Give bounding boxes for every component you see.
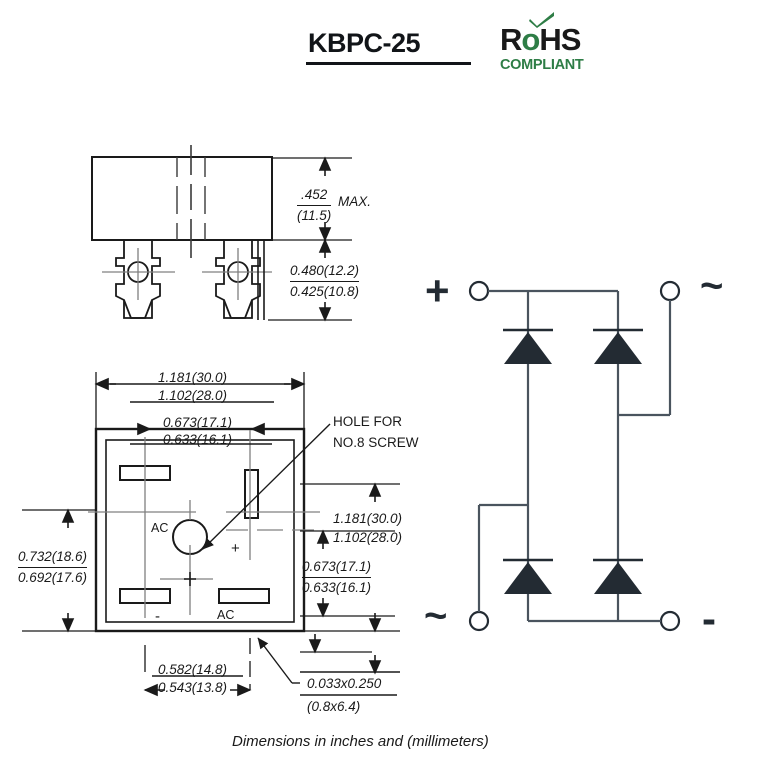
rohs-logo: RoHS COMPLIANT	[500, 12, 598, 74]
terminal-ac-top-node	[659, 280, 681, 302]
side-view	[91, 145, 352, 322]
top-view-inner-width-dim-bottom: 0.633(16.1)	[163, 432, 233, 447]
schematic-plus-symbol: +	[425, 267, 450, 314]
top-view-inner-width-dim-top: 0.673(17.1)	[163, 415, 233, 430]
check-icon	[529, 12, 554, 28]
side-view-lead-dim: 0.480(12.2) 0.425(10.8)	[290, 262, 360, 301]
pin-label-ac-left: AC	[151, 521, 169, 535]
terminal-minus-node	[659, 610, 681, 632]
pin-label-ac-bottom: AC	[217, 608, 235, 622]
hole-note-line2: NO.8 SCREW	[333, 434, 419, 450]
top-view-right-inner-dim-top: 0.673(17.1)	[302, 558, 372, 579]
top-view-width-dim-top: 1.181(30.0)	[158, 370, 228, 385]
top-view-height-dim-top: 0.732(18.6)	[18, 548, 88, 569]
rohs-compliant-label: COMPLIANT	[500, 57, 584, 73]
drawing-caption: Dimensions in inches and (millimeters)	[232, 733, 489, 750]
top-view-right-inner-dim-bottom: 0.633(16.1)	[302, 580, 372, 596]
top-view-right-inner-height-dim: 0.673(17.1) 0.633(16.1)	[302, 558, 372, 597]
top-view-bottom-dim-top: 0.582(14.8)	[158, 662, 228, 677]
top-view-right-height-dim-bottom: 1.102(28.0)	[333, 530, 403, 545]
hole-note-line1: HOLE FOR	[333, 414, 403, 429]
diode-lower-left	[503, 558, 553, 594]
diode-upper-left	[503, 328, 553, 364]
pin-label-minus: -	[155, 608, 160, 625]
title-underline	[306, 62, 471, 65]
side-height-dim-max-label: MAX.	[338, 194, 372, 209]
terminal-ac-bottom-node	[468, 610, 490, 632]
side-lead-dim-bottom: 0.425(10.8)	[290, 284, 360, 300]
schematic-minus-symbol: -	[702, 595, 716, 642]
terminal-size-dim-bottom: (0.8x6.4)	[307, 699, 361, 714]
side-height-dim-top: .452	[297, 186, 332, 207]
terminal-size-dim-top: 0.033x0.250	[307, 676, 382, 691]
top-view	[22, 372, 400, 697]
schematic-ac-bottom-symbol: ~	[424, 594, 448, 638]
pin-label-plus: +	[231, 540, 240, 557]
page-title: KBPC-25	[308, 28, 421, 58]
rohs-letter-r: R	[500, 22, 522, 57]
top-view-width-dim-bottom: 1.102(28.0)	[158, 388, 228, 403]
diode-lower-right	[593, 558, 643, 594]
top-view-height-dim: 0.732(18.6) 0.692(17.6)	[18, 548, 88, 587]
rohs-letters-hs: HS	[539, 22, 581, 57]
rohs-wordmark: RoHS	[500, 22, 581, 57]
bridge-rectifier-schematic	[468, 280, 681, 632]
hole-note: HOLE FOR NO.8 SCREW	[333, 412, 419, 454]
diode-upper-right	[593, 328, 643, 364]
top-view-bottom-dim-bottom: 0.543(13.8)	[158, 680, 228, 695]
side-lead-dim-top: 0.480(12.2)	[290, 262, 360, 283]
side-view-height-dim: .452 (11.5)	[297, 186, 332, 225]
terminal-plus-node	[468, 280, 490, 302]
rohs-letter-o: o	[521, 22, 540, 57]
top-view-height-dim-bottom: 0.692(17.6)	[18, 570, 88, 586]
top-view-right-height-dim-top: 1.181(30.0)	[333, 511, 403, 526]
side-height-dim-bottom: (11.5)	[297, 208, 332, 224]
schematic-ac-top-symbol: ~	[700, 264, 724, 308]
